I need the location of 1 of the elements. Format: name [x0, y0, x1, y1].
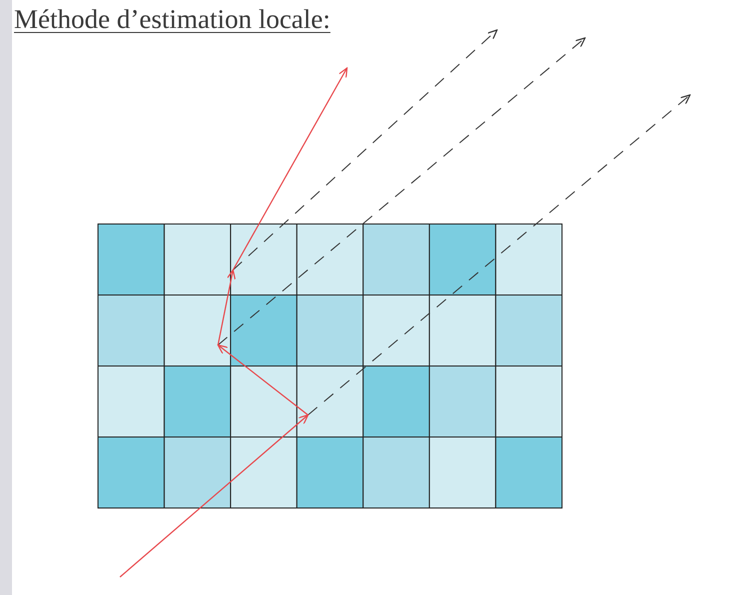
title: Méthode d’estimation locale: [14, 4, 330, 35]
